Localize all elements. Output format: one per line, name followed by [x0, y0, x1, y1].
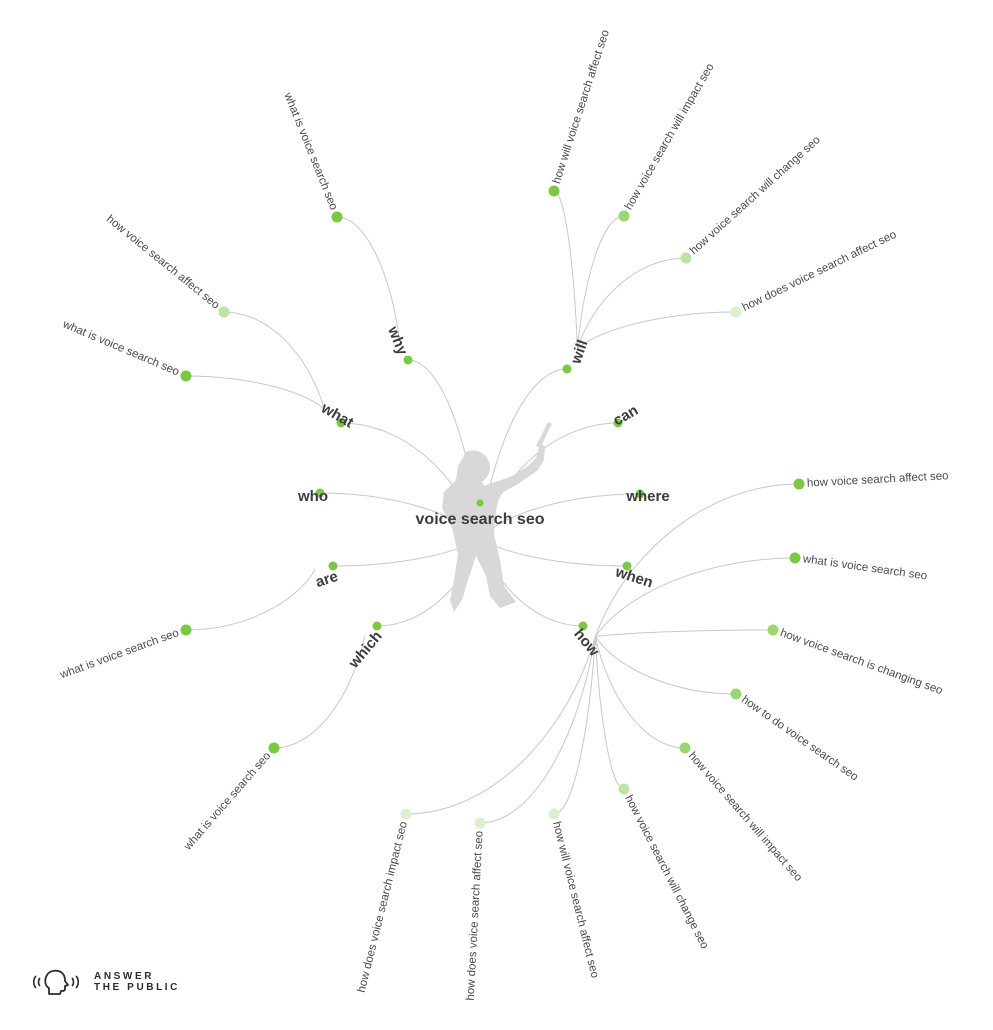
suggestion-label[interactable]: how does voice search impact seo — [356, 820, 410, 993]
modifier-dot-why[interactable] — [403, 355, 413, 365]
suggestion-label[interactable]: how voice search will change seo — [622, 793, 710, 951]
modifier-dot-what[interactable] — [336, 418, 346, 428]
suggestion-label[interactable]: what is voice search seo — [58, 627, 181, 681]
edge-will-1 — [576, 215, 625, 349]
suggestion-dot[interactable] — [789, 552, 801, 564]
modifier-label-what[interactable]: what — [317, 399, 356, 431]
suggestion-dot[interactable] — [268, 742, 280, 754]
edge-when — [479, 537, 628, 567]
suggestion-dot[interactable] — [331, 211, 343, 223]
edge-how-6 — [553, 636, 596, 815]
modifier-dot-will[interactable] — [562, 364, 572, 374]
edge-how-2 — [595, 629, 774, 638]
edge-will-3 — [577, 311, 737, 350]
edge-what-0 — [185, 375, 325, 410]
suggestion-dot[interactable] — [730, 688, 742, 700]
edge-how-1 — [594, 557, 796, 637]
modifier-dot-how[interactable] — [578, 621, 588, 631]
edge-which-0 — [273, 636, 366, 749]
suggestion-label[interactable]: how does voice search affect seo — [465, 831, 486, 1001]
suggestion-label[interactable]: how voice search will impact seo — [686, 750, 805, 884]
suggestion-dot[interactable] — [618, 783, 630, 795]
suggestion-label[interactable]: how to do voice search seo — [739, 694, 860, 784]
suggestion-label[interactable]: how will voice search affect seo — [551, 29, 612, 186]
suggestion-dot[interactable] — [180, 370, 192, 382]
suggestion-label[interactable]: how voice search is changing seo — [778, 627, 944, 697]
edge-why-0 — [336, 216, 400, 339]
suggestion-dot[interactable] — [679, 742, 691, 754]
brand-wordmark: ANSWER THE PUBLIC — [94, 971, 180, 993]
modifier-dot-where[interactable] — [635, 489, 645, 499]
suggestion-dot[interactable] — [767, 624, 779, 636]
edge-are-0 — [185, 569, 316, 631]
suggestion-label[interactable]: how does voice search affect seo — [741, 229, 899, 314]
center-dot — [476, 499, 484, 507]
modifier-dot-which[interactable] — [372, 621, 382, 631]
brand-line-1: ANSWER — [94, 971, 155, 982]
suggestion-label[interactable]: what is voice search seo — [801, 553, 928, 582]
edge-will-0 — [553, 190, 578, 349]
modifier-dot-when[interactable] — [622, 561, 632, 571]
edge-what-1 — [223, 311, 325, 410]
edge-how-5 — [594, 636, 625, 790]
modifier-dot-can[interactable] — [613, 418, 623, 428]
edge-how-0 — [594, 483, 800, 637]
suggestion-label[interactable]: what is voice search seo — [60, 318, 181, 378]
edge-how-8 — [405, 636, 596, 815]
center-silhouette — [442, 422, 552, 612]
suggestion-label[interactable]: how voice search affect seo — [104, 213, 222, 312]
modifier-label-which[interactable]: which — [345, 628, 386, 672]
modifier-label-when[interactable]: when — [612, 563, 655, 591]
modifier-label-why[interactable]: why — [384, 323, 411, 358]
suggestion-dot[interactable] — [680, 252, 692, 264]
suggestion-dot[interactable] — [400, 808, 412, 820]
center-keyword: voice search seo — [416, 511, 545, 528]
suggestion-dot[interactable] — [793, 478, 805, 490]
speaking-head-icon — [32, 969, 80, 995]
edge-how-3 — [594, 636, 737, 695]
suggestion-dot[interactable] — [180, 624, 192, 636]
edge-will-2 — [576, 257, 687, 349]
answer-the-public-logo: ANSWER THE PUBLIC — [30, 966, 180, 998]
suggestion-dot[interactable] — [730, 306, 742, 318]
connector-lines — [185, 190, 800, 824]
modifier-dot-are[interactable] — [328, 561, 338, 571]
modifier-dot-who[interactable] — [315, 488, 325, 498]
modifier-label-are[interactable]: are — [313, 568, 340, 591]
edge-how-4 — [594, 636, 686, 749]
suggestion-dot[interactable] — [474, 817, 486, 829]
suggestion-label[interactable]: what is voice search seo — [281, 90, 339, 212]
brand-line-2: THE PUBLIC — [94, 982, 180, 993]
modifier-label-will[interactable]: will — [567, 338, 591, 367]
suggestion-dot[interactable] — [618, 210, 630, 222]
suggestion-label[interactable]: how voice search affect seo — [807, 470, 949, 489]
suggestion-dot[interactable] — [218, 306, 230, 318]
edge-how-7 — [479, 636, 596, 824]
suggestion-label[interactable]: what is voice search seo — [181, 750, 273, 853]
suggestion-dot[interactable] — [548, 185, 560, 197]
suggestion-label[interactable]: how voice search will change seo — [688, 134, 823, 257]
modifier-label-who[interactable]: who — [297, 488, 328, 505]
suggestion-dot[interactable] — [548, 808, 560, 820]
suggestion-label[interactable]: how will voice search affect seo — [550, 820, 601, 979]
modifier-label-where[interactable]: where — [625, 488, 669, 505]
suggestion-label[interactable]: how voice search will impact seo — [623, 62, 717, 212]
